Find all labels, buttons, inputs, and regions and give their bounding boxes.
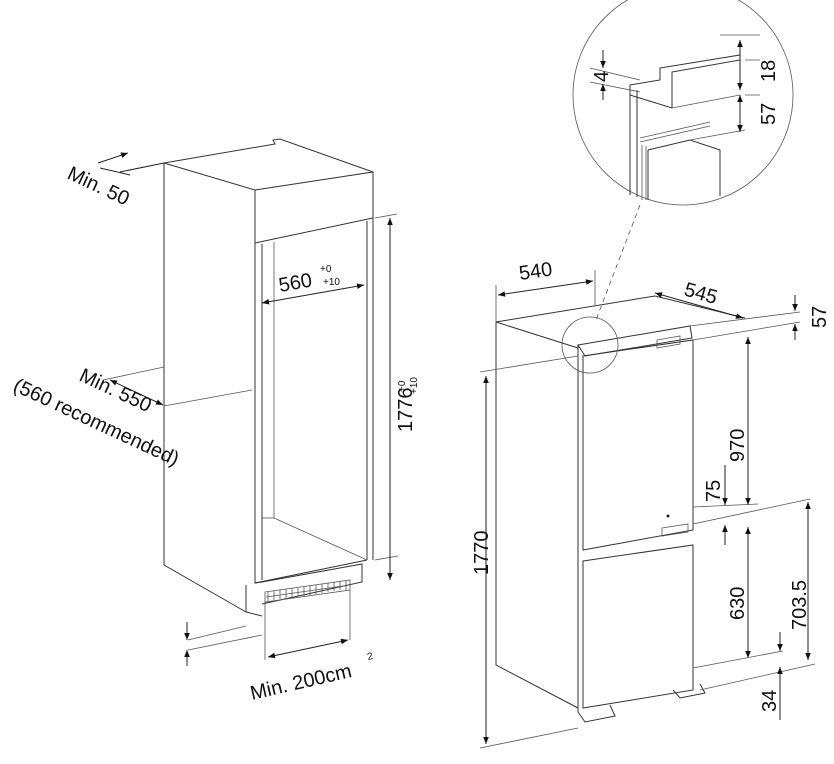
lower-hinge-height-label: 703.5	[789, 580, 811, 630]
detail-gap-label: 4	[591, 71, 613, 82]
detail-circle	[572, 0, 794, 206]
bottom-offset-label: 34	[759, 690, 781, 712]
upper-door-height-label: 970	[727, 429, 749, 462]
upper-door	[582, 339, 694, 551]
top-clearance-label: Min. 50	[64, 163, 133, 211]
ventilation-sup: 2	[366, 651, 374, 663]
niche-width-tol-upper: +0	[320, 264, 332, 275]
door-gap-label: 75	[703, 480, 725, 502]
niche-top-panel	[254, 171, 374, 244]
top-trim	[577, 325, 693, 357]
niche-drawing: Min. 50 Min. 550 (560 recommended) 560 +…	[10, 138, 420, 705]
detail-thickness-label: 18	[758, 60, 780, 82]
foot-hinge	[577, 704, 616, 723]
appliance-drawing: 4 18 57 540 545 57 1770	[471, 0, 831, 749]
niche-width-tol-lower: +10	[323, 277, 340, 288]
total-height-label: 1770	[471, 531, 493, 576]
ventilation-label: Min. 200cm	[248, 660, 354, 705]
detail-view	[589, 54, 746, 200]
lower-door-height-label: 630	[727, 587, 749, 620]
depth-label: 545	[682, 279, 720, 309]
top-offset-label: 57	[809, 306, 831, 328]
niche-width-label: 560	[277, 269, 314, 296]
vent-grille	[264, 579, 351, 603]
width-label: 540	[518, 259, 554, 285]
niche-height-tol-lower: +10	[409, 377, 420, 394]
detail-marker	[561, 316, 619, 374]
lower-door	[582, 544, 694, 709]
detail-offset-label: 57	[758, 103, 780, 125]
niche-height-tol-upper: +0	[397, 380, 408, 392]
niche-height-label: 1776	[395, 388, 417, 433]
